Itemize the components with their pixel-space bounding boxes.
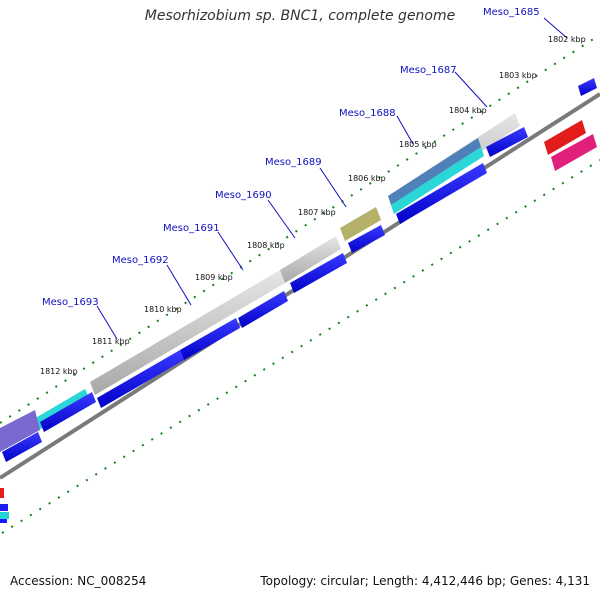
kbp-label: 1811 kbp <box>92 337 130 346</box>
gene-leader-lines <box>96 17 568 340</box>
gene-block-cyan <box>391 147 484 214</box>
kbp-label: 1806 kbp <box>348 174 386 183</box>
gene-label: Meso_1692 <box>112 255 169 266</box>
gene-label: Meso_1689 <box>265 157 322 168</box>
gene-block-purple <box>0 410 40 452</box>
gene-block-blue <box>97 350 184 408</box>
gene-block-blue <box>348 225 385 253</box>
kbp-label: 1804 kbp <box>449 106 487 115</box>
gene-label: Meso_1687 <box>400 65 457 76</box>
gene-block-blue <box>40 392 96 432</box>
kbp-label: 1809 kbp <box>195 273 233 282</box>
gene-block-blue <box>0 519 7 523</box>
gene-block-steelblue <box>388 138 481 205</box>
gene-block-blue <box>486 127 528 157</box>
gene-block-gray <box>280 236 341 283</box>
gene-block-magenta <box>551 134 597 171</box>
kbp-label: 1803 kbp <box>499 71 537 80</box>
gene-block-blue <box>578 78 597 96</box>
reverse-strand-features <box>2 78 597 462</box>
accession-label: Accession: NC_008254 <box>10 574 147 588</box>
map-title: Mesorhizobium sp. BNC1, complete genome <box>144 8 456 24</box>
gene-label: Meso_1685 <box>483 7 540 18</box>
gene-label: Meso_1688 <box>339 108 396 119</box>
gene-block-blue <box>396 163 487 224</box>
gene-block-red <box>544 120 586 155</box>
kbp-label: 1807 kbp <box>298 208 336 217</box>
gene-block-gray <box>90 270 285 395</box>
genome-summary: Topology: circular; Length: 4,412,446 bp… <box>260 574 590 588</box>
gene-block-red <box>0 488 4 498</box>
kbp-label: 1808 kbp <box>247 241 285 250</box>
kbp-label: 1812 kbp <box>40 367 78 376</box>
gene-block-blue <box>2 432 42 462</box>
gene-block-blue <box>0 504 8 511</box>
forward-strand-features <box>0 113 520 452</box>
gene-block-blue <box>238 291 288 328</box>
gene-label: Meso_1693 <box>42 297 99 308</box>
gene-block-blue <box>290 253 347 293</box>
kbp-label: 1805 kbp <box>399 140 437 149</box>
gene-label: Meso_1690 <box>215 190 272 201</box>
outer-ruler <box>0 35 599 424</box>
kbp-label: 1810 kbp <box>144 305 182 314</box>
gene-label: Meso_1691 <box>163 223 220 234</box>
gene-block-blue <box>180 318 240 360</box>
inner-ruler <box>1 159 600 534</box>
gene-block-olive <box>340 207 381 241</box>
gene-block-cyan <box>0 512 9 519</box>
kbp-label: 1802 kbp <box>548 35 586 44</box>
